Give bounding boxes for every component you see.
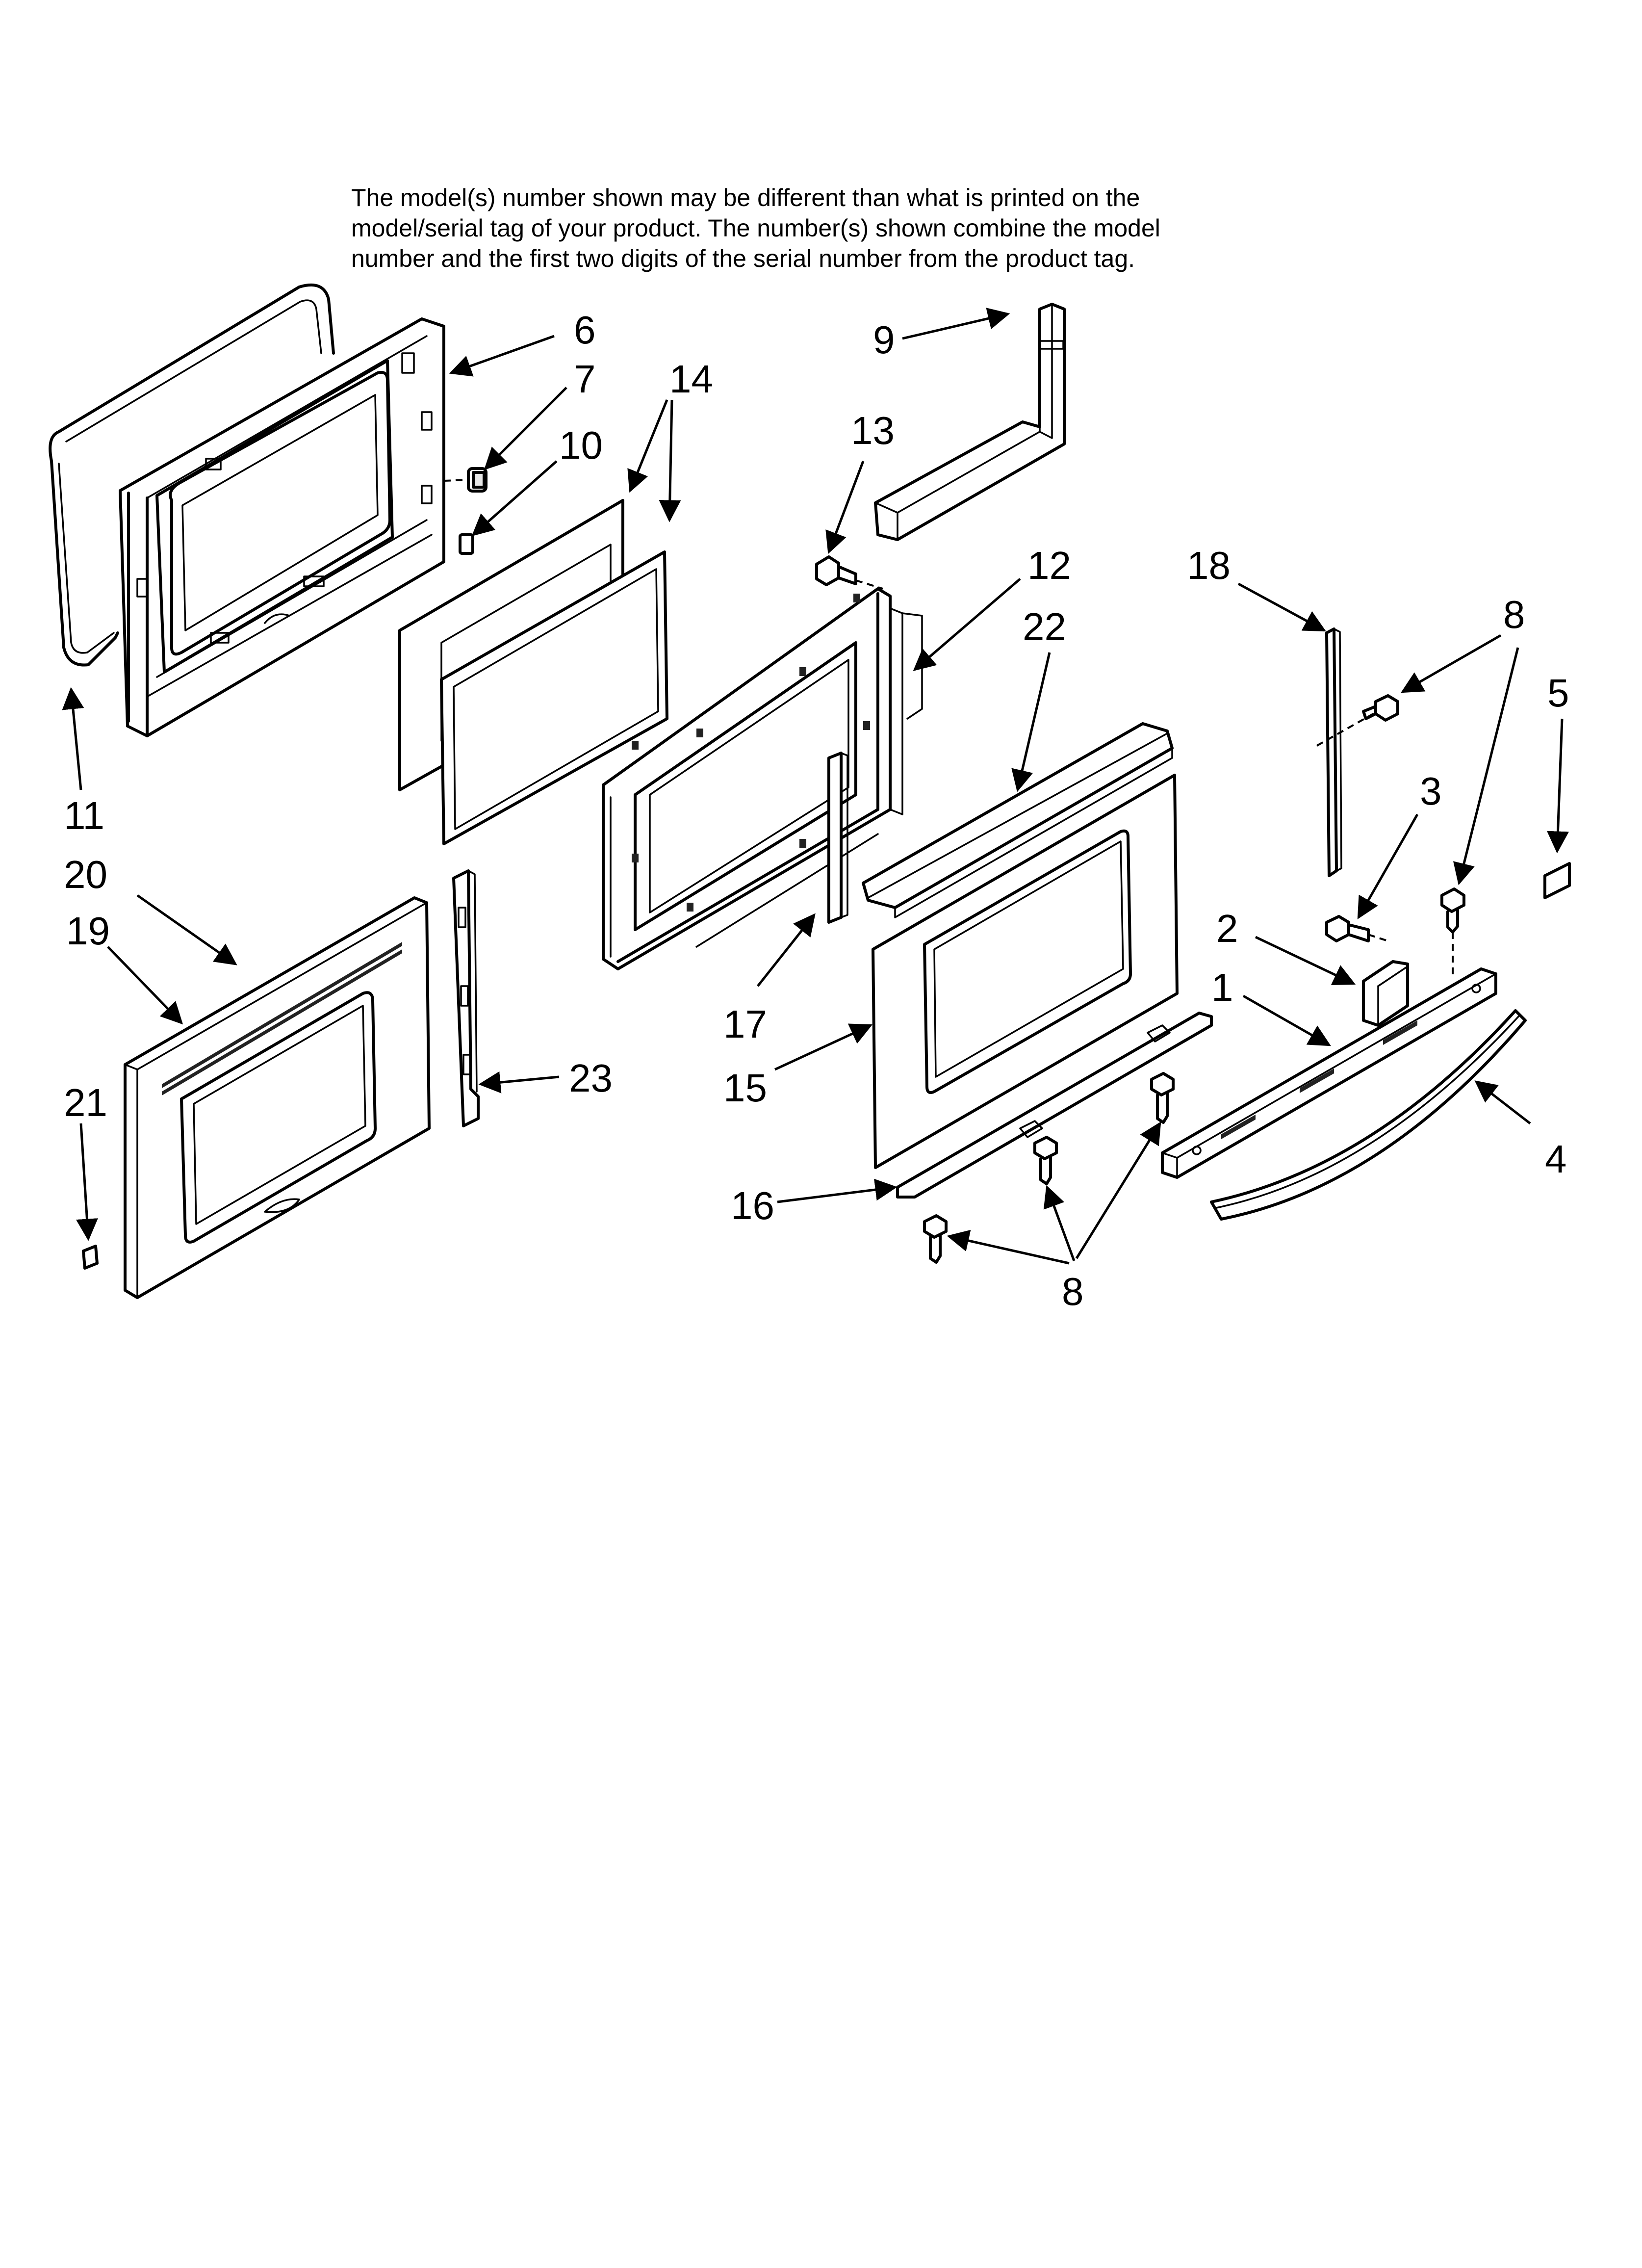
part-7-stop [443, 467, 487, 493]
part-10-spacer [459, 533, 474, 555]
callout-5: 5 [1547, 671, 1569, 715]
part-21-clip [82, 1245, 99, 1270]
callout-7: 7 [574, 357, 596, 401]
part-2-handle-mount [1362, 960, 1409, 1027]
callout-13: 13 [851, 409, 895, 452]
callout-9: 9 [873, 318, 895, 362]
part-18-strip [1316, 627, 1374, 877]
screws-8-bottom [923, 1072, 1175, 1264]
callout-2: 2 [1216, 907, 1238, 950]
part-12-liner-frame [602, 587, 923, 970]
part-11-door-gasket [49, 283, 335, 667]
callout-15: 15 [723, 1066, 767, 1110]
callout-6: 6 [574, 308, 596, 352]
note-line-3: number and the first two digits of the s… [351, 245, 1135, 272]
part-23-side-bracket [452, 869, 480, 1127]
part-22-top-trim [862, 722, 1174, 918]
callout-17: 17 [723, 1002, 767, 1046]
callout-14: 14 [669, 357, 713, 401]
callout-11: 11 [64, 794, 104, 837]
callout-1: 1 [1211, 965, 1233, 1009]
part-15-outer-glass [872, 774, 1179, 1169]
callout-3: 3 [1420, 769, 1442, 813]
part-5-label [1543, 862, 1571, 899]
part-16-bottom-trim [896, 1012, 1213, 1199]
note-line-1: The model(s) number shown may be differe… [351, 184, 1140, 211]
callout-16: 16 [731, 1184, 774, 1227]
model-number-note: The model(s) number shown may be differe… [351, 182, 1479, 274]
callout-4: 4 [1545, 1137, 1567, 1181]
callout-20: 20 [64, 853, 107, 896]
part-14-glass-panes [398, 499, 668, 845]
callout-23: 23 [569, 1056, 613, 1100]
callout-22: 22 [1023, 605, 1066, 649]
part-4-handle [1210, 1009, 1527, 1221]
callout-8-lower: 8 [1062, 1270, 1084, 1313]
screw-8-upper [1362, 694, 1399, 722]
screw-8-right [1440, 887, 1465, 976]
leader-lines [62, 308, 1569, 1265]
part-17-channel [827, 752, 848, 924]
part-6-inner-door [119, 317, 445, 737]
callout-numbers: 6 7 14 9 10 13 12 22 18 8 5 11 3 20 19 2… [64, 308, 1569, 1313]
callout-19: 19 [66, 909, 110, 953]
callout-10: 10 [559, 423, 603, 467]
part-13-screw [815, 555, 883, 590]
part-1-handle-rail [1161, 967, 1497, 1179]
callout-12: 12 [1027, 544, 1071, 587]
callout-21: 21 [64, 1081, 107, 1124]
callout-18: 18 [1187, 544, 1231, 587]
part-9-vent-duct [874, 303, 1066, 541]
note-line-2: model/serial tag of your product. The nu… [351, 214, 1160, 242]
part-19-outer-door [124, 896, 431, 1299]
callout-8-upper: 8 [1503, 593, 1525, 636]
part-3-bolt [1325, 915, 1388, 942]
